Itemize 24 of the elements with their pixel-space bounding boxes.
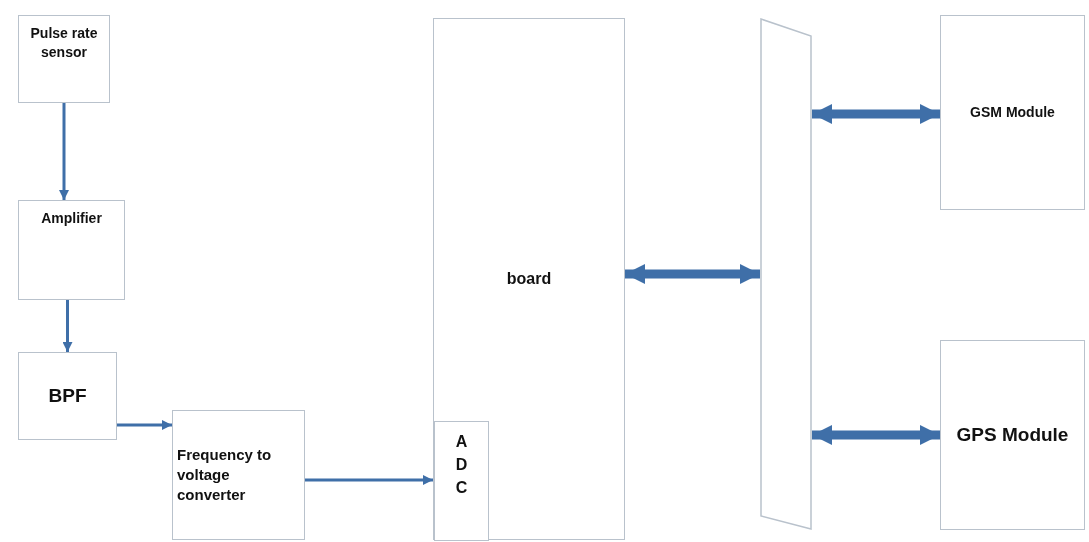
interface-block [760,18,812,530]
block-label: BPF [48,384,87,409]
block-label: Frequency to voltage converter [177,444,273,506]
block-label: board [506,269,552,290]
block-label: Pulse rate sensor [29,24,99,62]
block-label: GPS Module [956,423,1069,448]
block-label: GSM Module [970,103,1055,122]
arrow [62,300,73,352]
block-box [434,421,489,541]
arrow [305,475,433,485]
block-box [940,340,1085,530]
arrow [812,104,940,124]
arrow [625,264,760,284]
block-label: Amplifier [41,209,102,228]
arrow [117,420,172,430]
arrow [812,425,940,445]
block-box [18,200,125,300]
block-box [433,18,625,540]
block-box [172,410,305,540]
block-label: ADC [454,432,469,499]
block-box [940,15,1085,210]
block-box [18,15,110,103]
block-box [18,352,117,440]
arrow [59,103,69,200]
